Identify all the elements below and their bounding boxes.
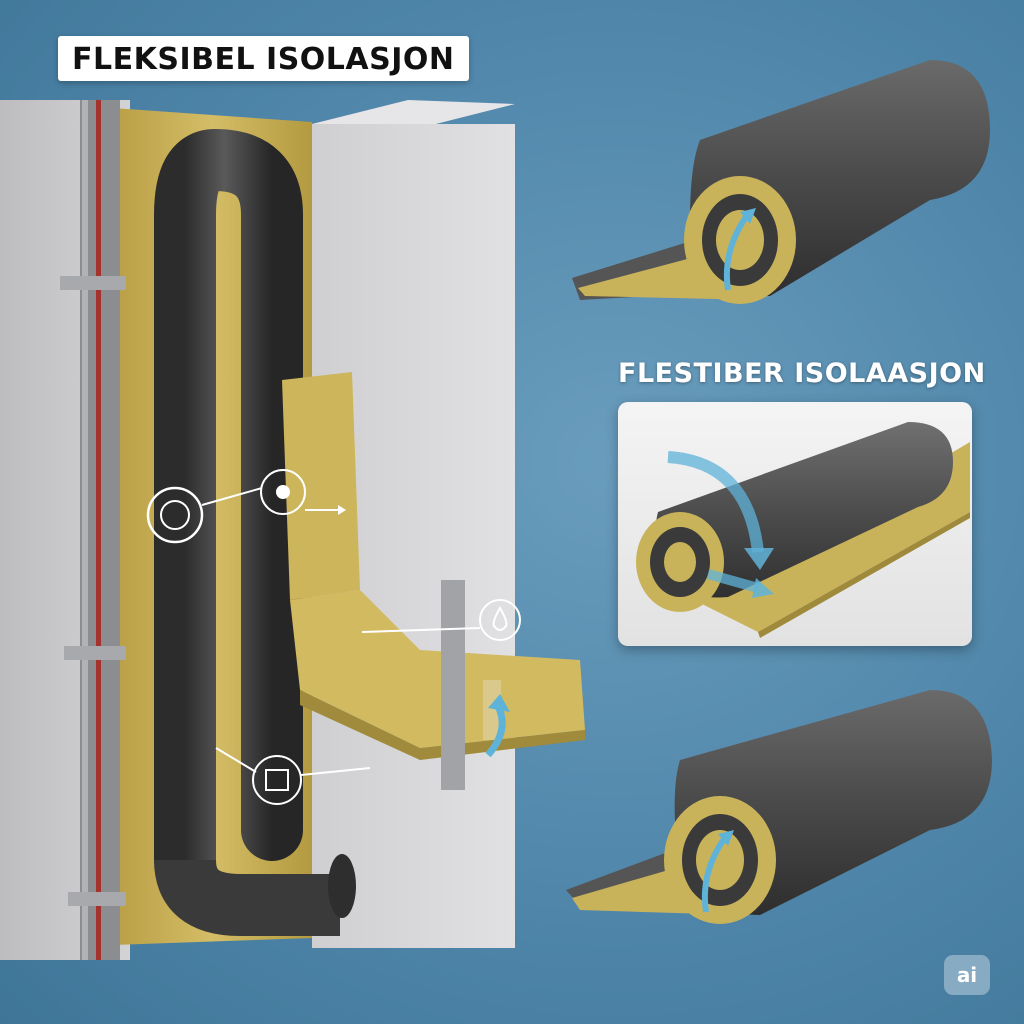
insulated-duct <box>154 128 303 891</box>
roll-center <box>664 542 696 582</box>
hanger-bracket <box>441 580 465 790</box>
rail-highlight <box>82 100 88 960</box>
flow-arrow-curve <box>667 451 764 553</box>
page-title: FLEKSIBEL ISOLASJON <box>58 36 469 81</box>
bracket-top <box>60 276 126 290</box>
sheet-edge <box>758 512 970 638</box>
strap <box>483 680 501 740</box>
water-drop-icon <box>361 599 521 641</box>
duct-end <box>328 854 356 918</box>
roll-body <box>655 422 953 598</box>
airflow-arrow-icon <box>485 694 510 758</box>
roll-detail-illustration <box>636 422 970 638</box>
flow-arrow-head-2 <box>752 578 774 598</box>
rail-stripe <box>96 100 101 960</box>
ring-icon <box>146 486 263 544</box>
insulation-wrap-shelf <box>290 590 585 748</box>
insulation-roll-bottom <box>566 690 992 924</box>
concrete-column-top <box>312 100 515 128</box>
roll-detail-card <box>618 402 972 646</box>
duct-elbow <box>154 858 340 936</box>
section-subtitle: FLESTIBER ISOLAASJON <box>618 358 986 389</box>
fitting-icon <box>215 747 371 805</box>
flow-arrow-head <box>744 548 774 570</box>
bracket-mid <box>64 646 126 660</box>
gear-icon <box>260 469 346 515</box>
insulation-roll-top <box>572 60 990 304</box>
insulation-wrap <box>282 372 360 600</box>
flow-arrow-straight <box>706 569 760 593</box>
shelf-edge <box>300 690 585 760</box>
bracket-low <box>68 892 126 906</box>
ai-watermark-badge: ai <box>944 955 990 995</box>
